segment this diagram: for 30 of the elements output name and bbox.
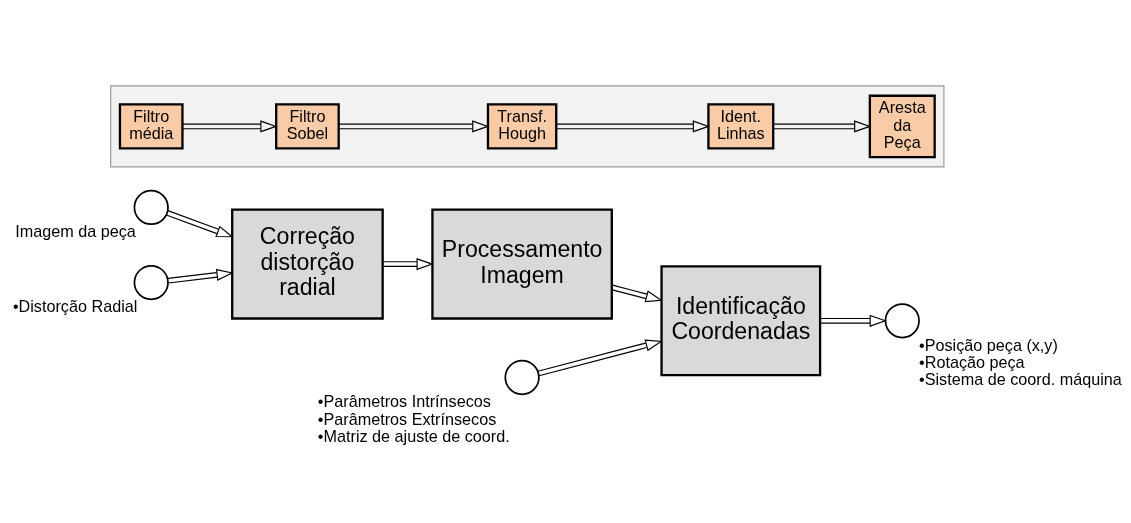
node-box: Filtro média	[118, 103, 184, 150]
node-label: •Distorção Radial	[12, 297, 138, 316]
node-label: Imagem da peça	[15, 222, 136, 241]
node-circle	[133, 189, 169, 226]
arrow	[819, 314, 887, 327]
node-box: Ident. Linhas	[707, 103, 775, 150]
node-circle	[504, 359, 540, 396]
node-label: •Parâmetros Extrínsecos	[317, 409, 497, 428]
arrow	[182, 120, 278, 133]
node-box: Identificação Coordenadas	[660, 265, 822, 377]
arrow	[382, 258, 434, 271]
arrow	[167, 268, 234, 284]
arrow	[610, 284, 663, 303]
node-box: Processamento Imagem	[431, 208, 613, 320]
arrow	[338, 120, 490, 133]
node-box: Aresta da Peça	[868, 94, 936, 159]
node-box: Correção distorção radial	[231, 208, 384, 320]
node-circle	[884, 303, 920, 339]
node-circle	[133, 264, 169, 301]
node-box: Transf. Hough	[486, 103, 558, 150]
arrow	[537, 339, 663, 377]
node-box: Filtro Sobel	[275, 103, 340, 150]
node-label: •Parâmetros Intrínsecos	[317, 392, 491, 411]
arrow	[772, 120, 872, 133]
cluster	[110, 85, 945, 168]
node-label: •Posição peça (x,y)	[919, 335, 1058, 354]
arrow	[556, 120, 711, 133]
node-label: •Matriz de ajuste de coord.	[317, 426, 510, 445]
arrow	[165, 210, 234, 238]
node-label: •Sistema de coord. máquina	[919, 370, 1122, 389]
